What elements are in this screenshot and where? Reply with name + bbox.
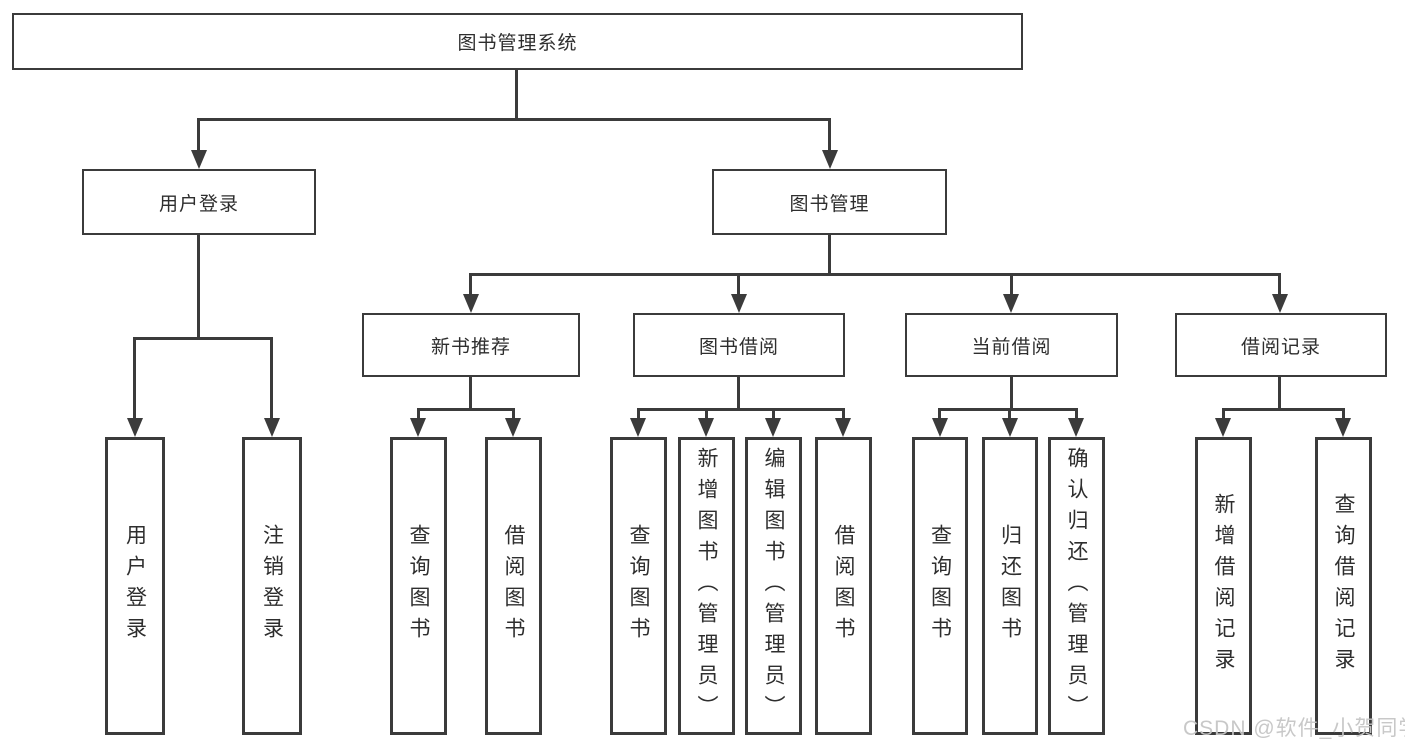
connector-line — [133, 337, 136, 422]
node-query-borrow-record: 查询借阅记录 — [1315, 437, 1372, 735]
arrow-down-icon — [698, 418, 714, 437]
node-label: 用户登录 — [123, 524, 147, 648]
node-label: 借阅图书 — [502, 524, 525, 648]
connector-line — [737, 377, 740, 408]
node-label: 借阅图书 — [832, 524, 855, 648]
connector-line — [417, 408, 420, 422]
connector-line — [637, 408, 845, 411]
node-label: 查询借阅记录 — [1332, 493, 1355, 679]
connector-line — [737, 273, 740, 296]
connector-line — [828, 235, 831, 273]
arrow-down-icon — [835, 418, 851, 437]
connector-line — [637, 408, 640, 422]
connector-line — [197, 235, 200, 337]
node-label: 编辑图书（管理员） — [762, 446, 785, 726]
node-label: 图书借阅 — [698, 336, 779, 358]
connector-line — [469, 273, 472, 296]
arrow-down-icon — [463, 294, 479, 313]
node-label: 注销登录 — [260, 524, 284, 648]
node-query-book-current: 查询图书 — [912, 437, 968, 735]
node-return-book: 归还图书 — [982, 437, 1038, 735]
node-label: 归还图书 — [998, 524, 1022, 648]
node-label: 查询图书 — [928, 524, 952, 648]
arrow-down-icon — [505, 418, 521, 437]
node-logout-login: 注销登录 — [242, 437, 302, 735]
node-label: 当前借阅 — [971, 336, 1052, 358]
node-user-login-module: 用户登录 — [82, 169, 316, 235]
csdn-watermark: CSDN @软件_小贺同学 — [1183, 717, 1405, 740]
arrow-down-icon — [264, 418, 280, 437]
arrow-down-icon — [731, 294, 747, 313]
connector-line — [1222, 408, 1345, 411]
node-label: 新书推荐 — [430, 336, 511, 358]
connector-line — [1010, 273, 1013, 296]
node-new-book-recommendation: 新书推荐 — [362, 313, 580, 377]
arrow-down-icon — [1335, 418, 1351, 437]
node-label: 查询图书 — [407, 524, 430, 648]
node-edit-book-admin: 编辑图书（管理员） — [745, 437, 802, 735]
connector-line — [1222, 408, 1225, 422]
connector-line — [828, 118, 831, 153]
node-confirm-return-admin: 确认归还（管理员） — [1048, 437, 1105, 735]
arrow-down-icon — [191, 150, 207, 169]
arrow-down-icon — [932, 418, 948, 437]
node-borrow-book: 借阅图书 — [815, 437, 872, 735]
connector-line — [469, 273, 1281, 276]
connector-line — [1008, 408, 1011, 422]
node-borrow-book-recommend: 借阅图书 — [485, 437, 542, 735]
arrow-down-icon — [410, 418, 426, 437]
node-current-borrowing: 当前借阅 — [905, 313, 1118, 377]
node-add-borrow-record: 新增借阅记录 — [1195, 437, 1252, 735]
arrow-down-icon — [765, 418, 781, 437]
node-book-borrowing: 图书借阅 — [633, 313, 845, 377]
node-add-book-admin: 新增图书（管理员） — [678, 437, 735, 735]
connector-line — [512, 408, 515, 422]
connector-line — [469, 377, 472, 408]
node-label: 图书管理 — [789, 193, 870, 215]
node-label: 新增图书（管理员） — [695, 446, 718, 726]
node-label: 用户登录 — [158, 193, 239, 215]
connector-line — [938, 408, 941, 422]
connector-line — [515, 70, 518, 118]
node-library-management-system: 图书管理系统 — [12, 13, 1023, 70]
node-user-login: 用户登录 — [105, 437, 165, 735]
connector-line — [1278, 273, 1281, 296]
connector-line — [270, 337, 273, 422]
node-book-management-module: 图书管理 — [712, 169, 947, 235]
connector-line — [1278, 377, 1281, 408]
connector-line — [842, 408, 845, 422]
arrow-down-icon — [822, 150, 838, 169]
connector-line — [197, 118, 200, 153]
arrow-down-icon — [127, 418, 143, 437]
node-label: 图书管理系统 — [457, 33, 578, 54]
arrow-down-icon — [1272, 294, 1288, 313]
arrow-down-icon — [1215, 418, 1231, 437]
arrow-down-icon — [630, 418, 646, 437]
node-label: 新增借阅记录 — [1212, 493, 1235, 679]
connector-line — [705, 408, 708, 422]
connector-line — [772, 408, 775, 422]
connector-line — [1010, 377, 1013, 408]
connector-line — [417, 408, 515, 411]
connector-line — [197, 118, 831, 121]
node-query-book-recommend: 查询图书 — [390, 437, 447, 735]
node-query-book-borrowing: 查询图书 — [610, 437, 667, 735]
node-label: 确认归还（管理员） — [1065, 446, 1088, 726]
node-label: 借阅记录 — [1240, 336, 1321, 358]
arrow-down-icon — [1068, 418, 1084, 437]
node-label: 查询图书 — [627, 524, 650, 648]
node-borrowing-records: 借阅记录 — [1175, 313, 1387, 377]
connector-line — [133, 337, 273, 340]
connector-line — [1342, 408, 1345, 422]
arrow-down-icon — [1002, 418, 1018, 437]
connector-line — [1075, 408, 1078, 422]
arrow-down-icon — [1003, 294, 1019, 313]
